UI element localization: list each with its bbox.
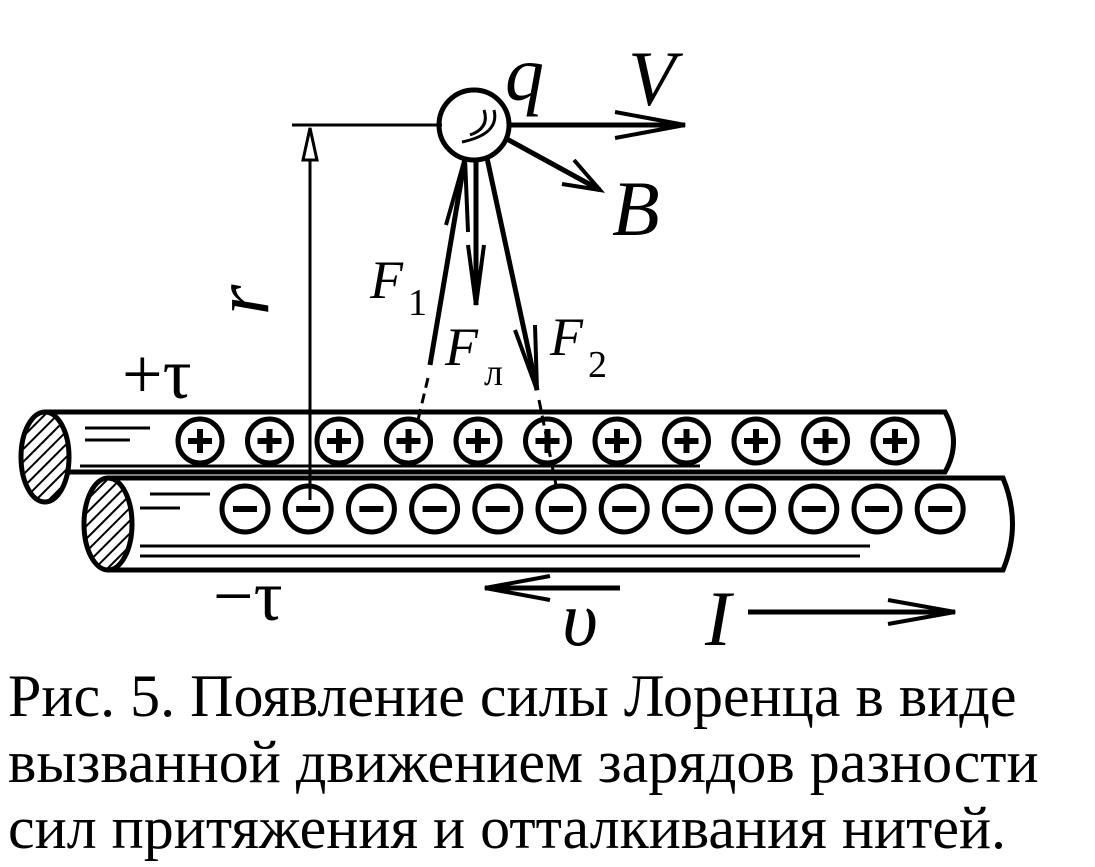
velocity-label: V bbox=[628, 35, 684, 122]
lorentz-force-diagram: q V B r F 1 F л F 2 +τ −τ υ I bbox=[18, 30, 1015, 660]
negative-charge bbox=[725, 483, 777, 535]
moving-charge bbox=[436, 87, 512, 163]
positive-charges bbox=[175, 416, 920, 466]
charge-label: q bbox=[505, 30, 544, 117]
positive-charge bbox=[245, 416, 294, 466]
lorentz-force-arrow bbox=[466, 160, 486, 306]
positive-charge bbox=[384, 416, 433, 466]
negative-thread-cross-section bbox=[81, 475, 135, 573]
positive-charge bbox=[870, 416, 920, 466]
field-label: B bbox=[612, 165, 660, 252]
negative-charge bbox=[788, 483, 840, 535]
force-f1-label: F bbox=[369, 250, 404, 310]
negative-charge bbox=[535, 483, 587, 535]
lorentz-force-label: F bbox=[444, 317, 479, 377]
negative-charge bbox=[661, 483, 713, 535]
negative-charge bbox=[409, 483, 461, 535]
positive-charge bbox=[592, 416, 642, 466]
force-f2-arrow bbox=[484, 157, 559, 491]
force-f2-label: F bbox=[549, 307, 584, 367]
negative-charge bbox=[345, 483, 397, 535]
force-f2-subscript: 2 bbox=[588, 344, 607, 386]
positive-thread-cross-section bbox=[18, 409, 72, 505]
positive-charge bbox=[662, 416, 711, 466]
distance-marker bbox=[292, 123, 442, 500]
figure-caption: Рис. 5. Появление силы Лоренца в виде вы… bbox=[8, 663, 1093, 861]
caption-line-3: сил притяжения и отталкивания нитей. bbox=[8, 795, 1007, 861]
positive-charge bbox=[801, 416, 850, 466]
caption-line-2: вызванной движением зарядов разности bbox=[8, 729, 1039, 795]
drift-velocity-arrow bbox=[484, 574, 620, 602]
positive-charge bbox=[731, 416, 781, 466]
negative-thread-label: −τ bbox=[213, 556, 283, 636]
force-f1-subscript: 1 bbox=[408, 282, 427, 324]
negative-charge bbox=[219, 483, 271, 535]
negative-charge bbox=[472, 483, 524, 535]
current-label: I bbox=[704, 575, 735, 660]
caption-line-1: Рис. 5. Появление силы Лоренца в виде bbox=[8, 663, 1017, 729]
positive-charge bbox=[453, 416, 503, 466]
negative-charges bbox=[219, 483, 966, 535]
force-f1-arrow bbox=[416, 157, 470, 421]
current-arrow bbox=[748, 598, 956, 626]
velocity-arrow bbox=[510, 110, 686, 140]
negative-charge bbox=[914, 483, 966, 535]
negative-charge bbox=[851, 483, 903, 535]
distance-label: r bbox=[198, 284, 285, 315]
magnetic-field-arrow bbox=[503, 135, 606, 193]
positive-thread-label: +τ bbox=[122, 334, 192, 414]
positive-charge bbox=[314, 416, 364, 466]
negative-charge bbox=[598, 483, 650, 535]
positive-charge bbox=[175, 416, 225, 466]
lorentz-force-subscript: л bbox=[484, 352, 503, 394]
negative-charge bbox=[282, 483, 334, 535]
drift-velocity-label: υ bbox=[562, 575, 598, 660]
